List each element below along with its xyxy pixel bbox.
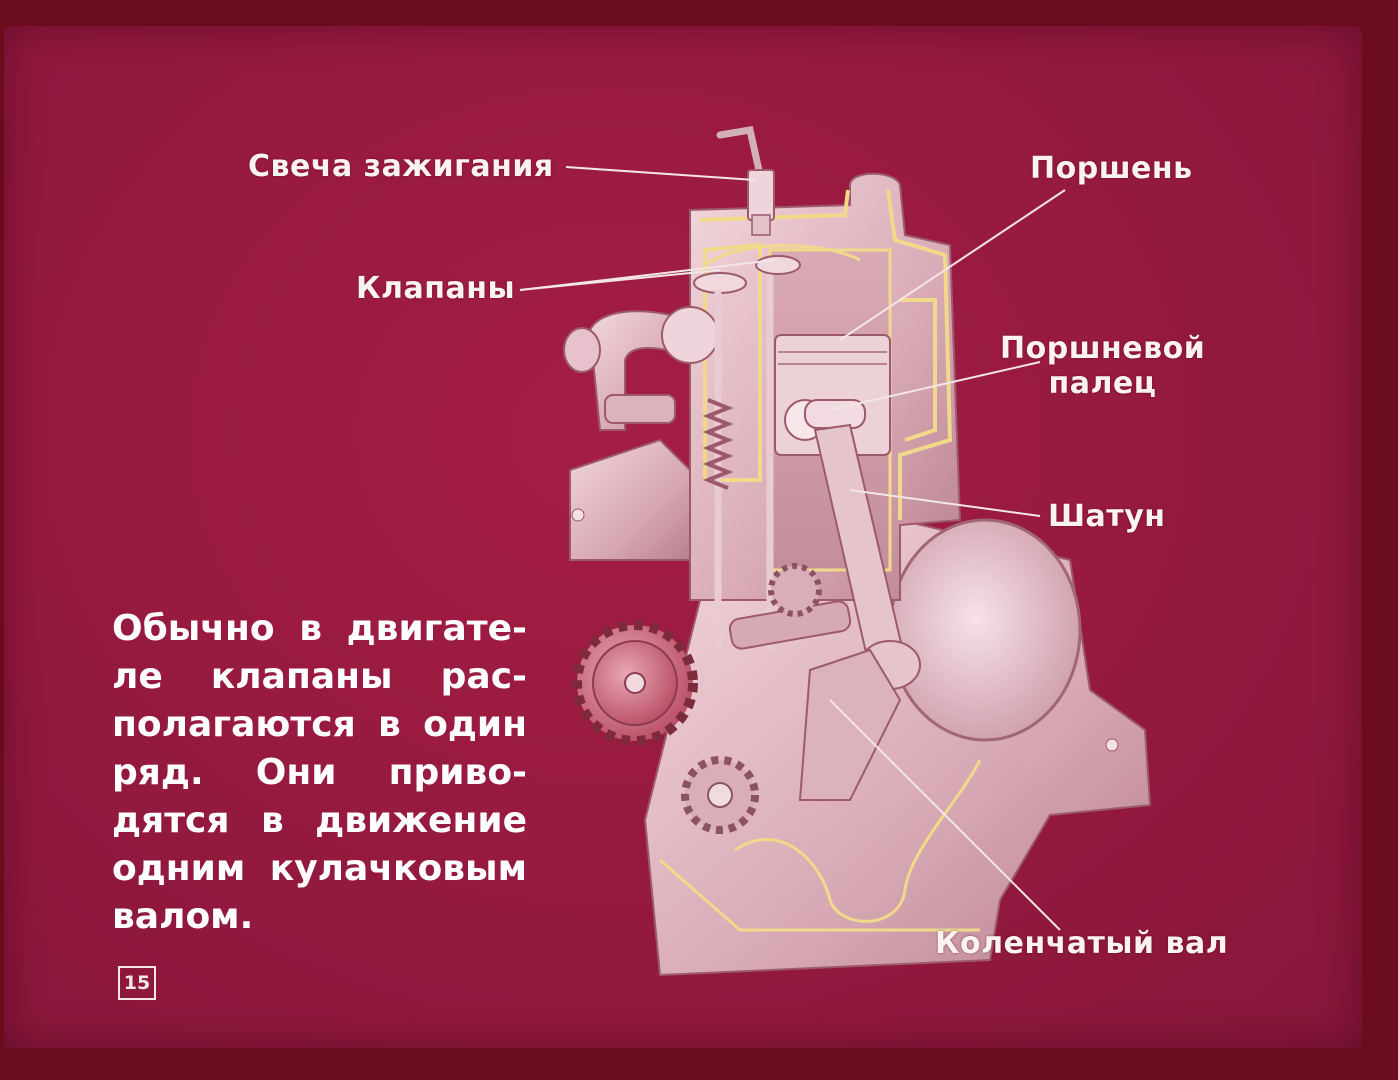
small-gear xyxy=(768,563,822,617)
leader-lines xyxy=(519,166,1066,931)
valve-leader-2 xyxy=(519,259,776,291)
spark-plug-leader xyxy=(565,166,756,181)
piston-pin-leader xyxy=(829,361,1041,411)
label-piston-pin-line1: Поршневой xyxy=(1000,331,1206,366)
connecting-rod-leader xyxy=(849,489,1041,517)
piston-leader xyxy=(839,189,1066,341)
sump-outline xyxy=(659,858,980,932)
camshaft-gear xyxy=(572,620,698,746)
label-piston: Поршень xyxy=(1030,151,1193,186)
label-piston-pin: Поршневой палец xyxy=(1000,331,1206,401)
crankshaft-gear xyxy=(681,756,759,834)
caption-line: Обычно в двигате- xyxy=(112,608,527,649)
label-spark-plug: Свеча зажигания xyxy=(248,149,554,184)
caption-line: дятся в движение xyxy=(112,800,527,841)
label-valves: Клапаны xyxy=(356,271,516,306)
caption-line: ле клапаны рас- xyxy=(112,656,527,697)
spark-plug xyxy=(716,126,775,236)
crankshaft-leader xyxy=(829,699,1061,931)
caption-text: Обычно в двигате- ле клапаны рас- полага… xyxy=(112,605,527,941)
piston xyxy=(774,334,891,456)
label-connecting-rod: Шатун xyxy=(1048,499,1166,534)
slide-number: 15 xyxy=(118,966,156,1000)
caption-line: одним кулачковым xyxy=(112,848,527,889)
caption-line: полагаются в один xyxy=(112,704,527,745)
caption-line: валом. xyxy=(112,896,254,937)
oil-channel xyxy=(734,759,982,923)
crankshaft xyxy=(728,600,902,801)
caption-line: ряд. Они приво- xyxy=(112,752,527,793)
label-crankshaft: Коленчатый вал xyxy=(935,926,1229,961)
label-piston-pin-line2: палец xyxy=(1048,365,1157,401)
